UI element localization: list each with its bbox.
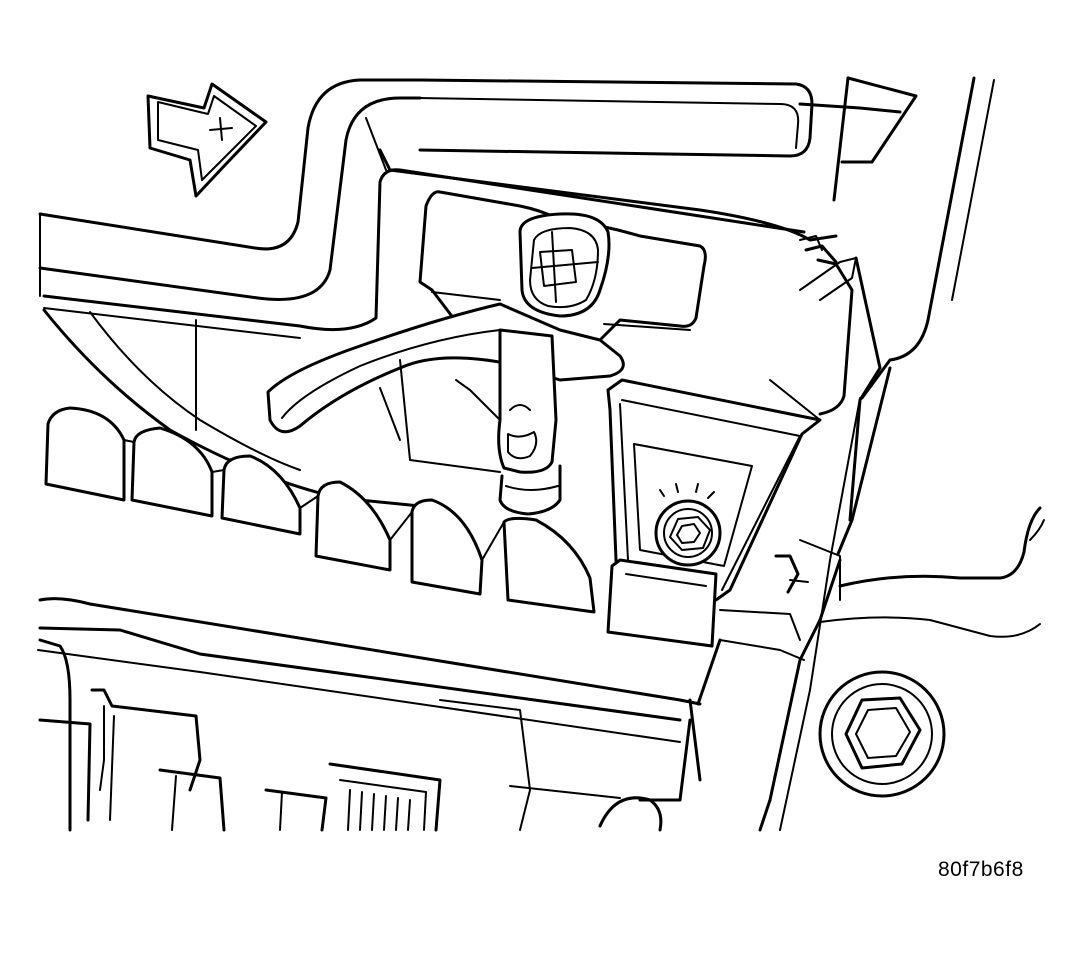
battery-tray bbox=[696, 76, 995, 832]
battery-case bbox=[39, 213, 501, 473]
battery-case bbox=[38, 76, 918, 339]
fuse-relay-block bbox=[38, 638, 663, 832]
retaining-nut bbox=[606, 378, 822, 648]
battery-tray bbox=[37, 308, 702, 802]
battery-hold-down-clamp bbox=[266, 190, 707, 516]
positive-terminal-arrow-symbol bbox=[146, 82, 268, 198]
mounting-bolt bbox=[818, 506, 1045, 798]
figure-code-label: 80f7b6f8 bbox=[938, 858, 1024, 881]
